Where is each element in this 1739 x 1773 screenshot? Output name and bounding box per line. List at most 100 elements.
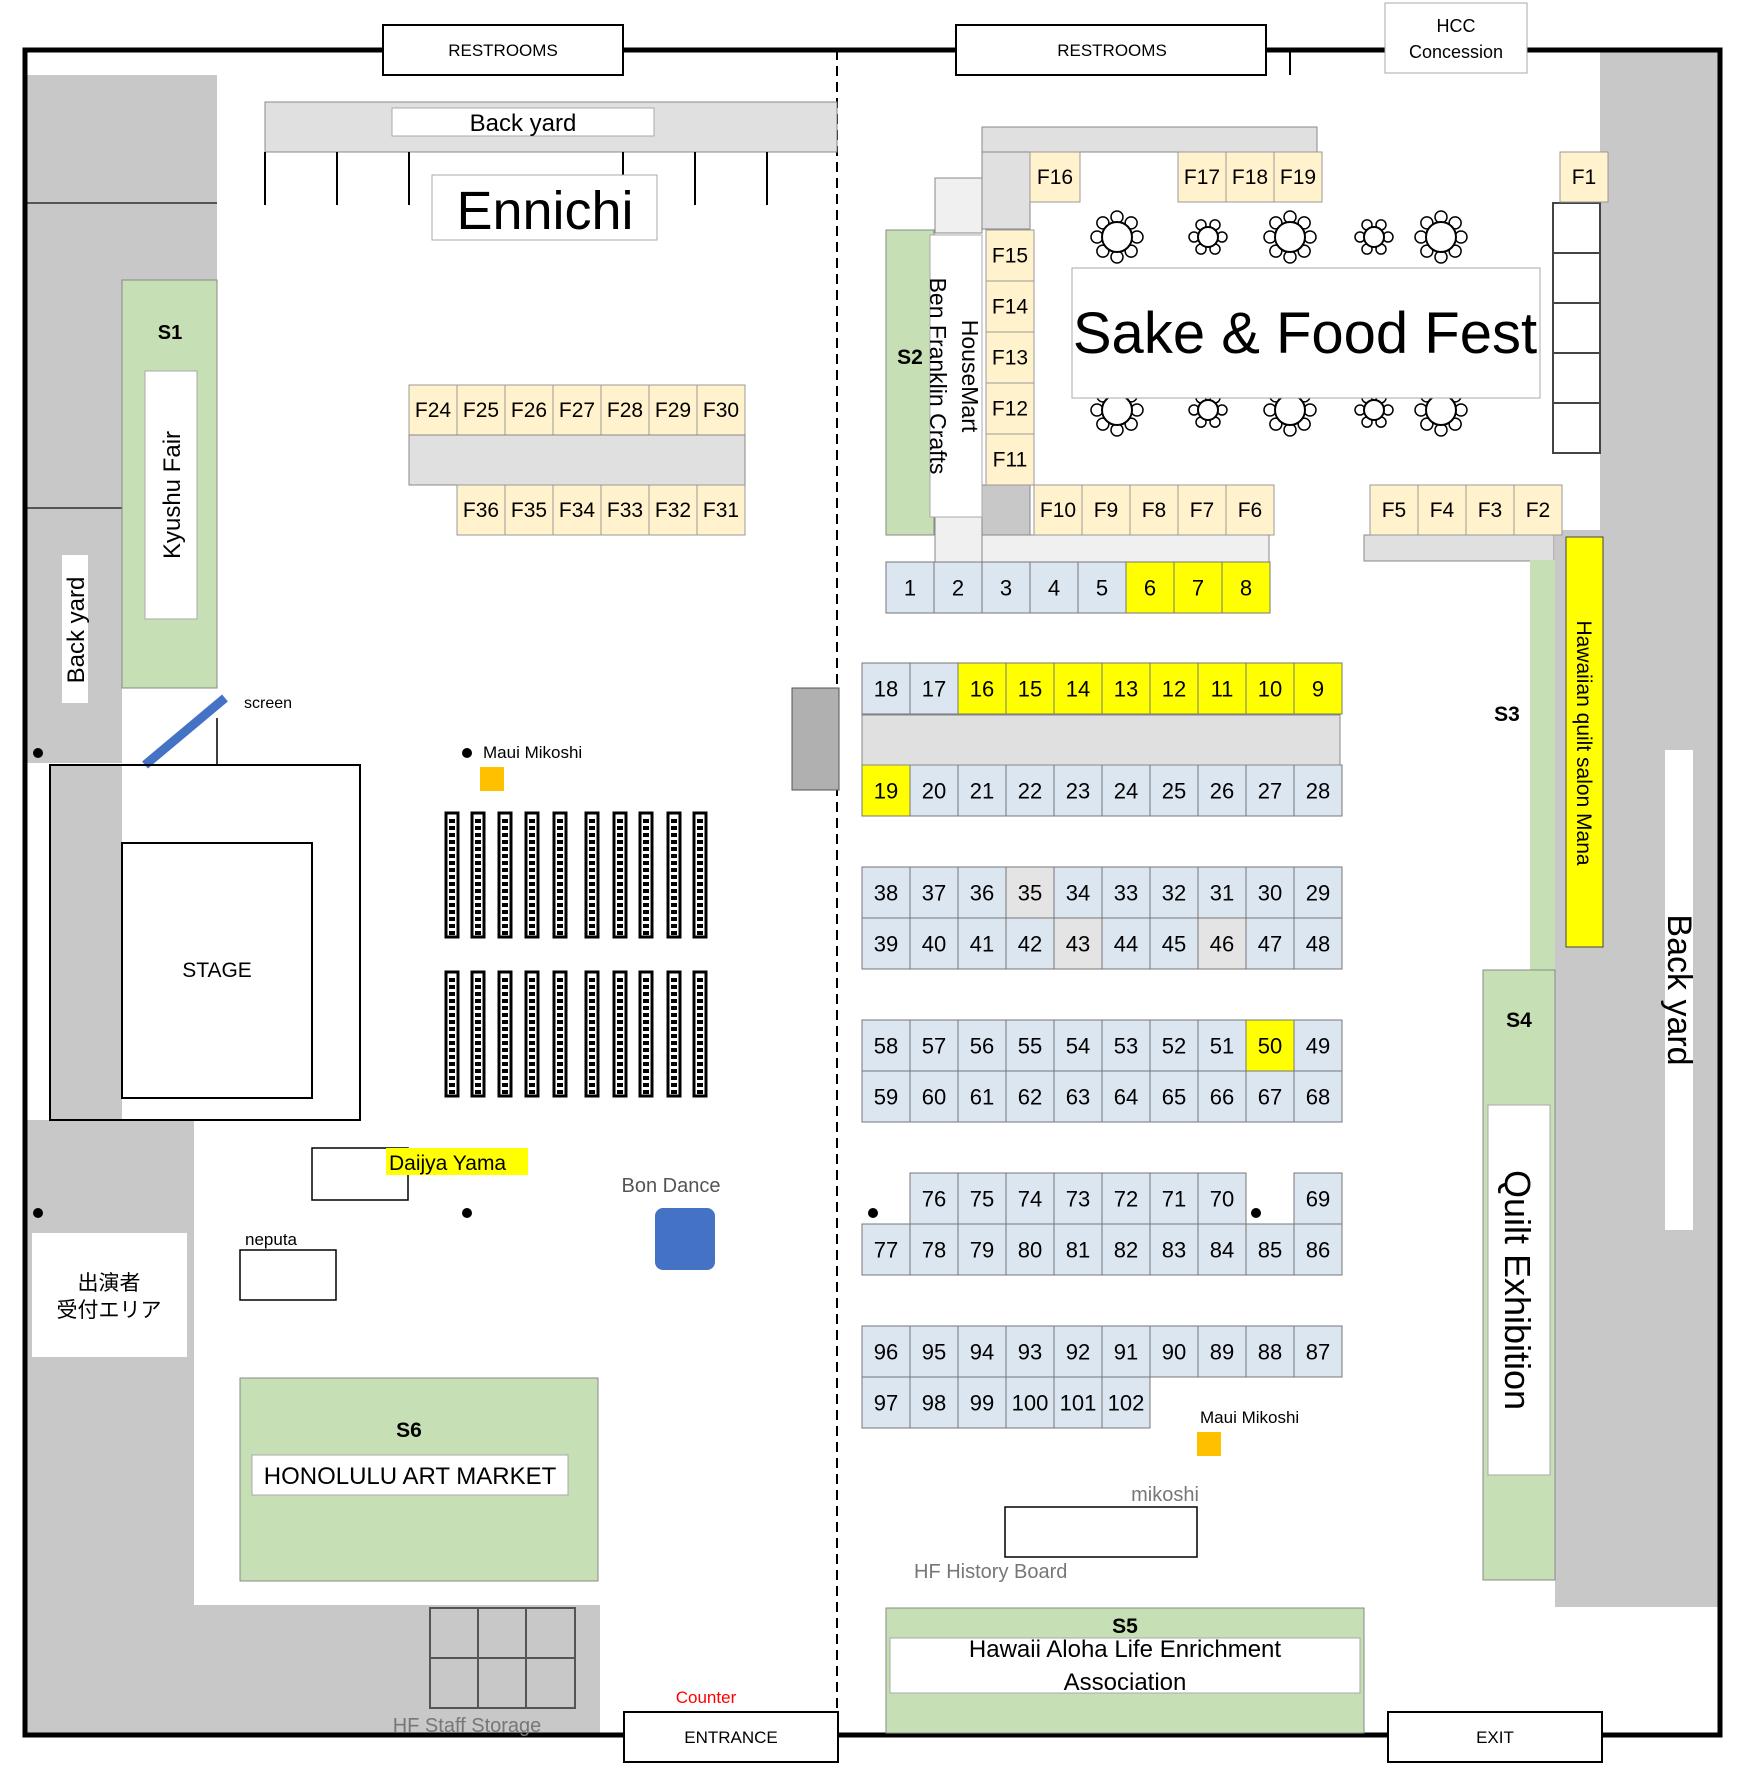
booth-84[interactable]: 84 xyxy=(1197,1223,1247,1276)
booth-101[interactable]: 101 xyxy=(1053,1376,1103,1429)
booth-33[interactable]: 33 xyxy=(1101,866,1151,919)
food-booth-f5[interactable]: F5 xyxy=(1369,484,1419,536)
food-booth-f19[interactable]: F19 xyxy=(1273,151,1323,203)
entrance-box[interactable] xyxy=(623,1711,839,1763)
food-booth-f15[interactable]: F15 xyxy=(985,229,1035,282)
booth-46[interactable]: 46 xyxy=(1197,917,1247,970)
booth-17[interactable]: 17 xyxy=(909,662,959,715)
booth-14[interactable]: 14 xyxy=(1053,662,1103,715)
booth-36[interactable]: 36 xyxy=(957,866,1007,919)
food-booth-f10[interactable]: F10 xyxy=(1033,484,1083,536)
booth-80[interactable]: 80 xyxy=(1005,1223,1055,1276)
food-booth-f29[interactable]: F29 xyxy=(648,384,698,436)
booth-20[interactable]: 20 xyxy=(909,764,959,817)
booth-38[interactable]: 38 xyxy=(861,866,911,919)
booth-78[interactable]: 78 xyxy=(909,1223,959,1276)
booth-75[interactable]: 75 xyxy=(957,1172,1007,1225)
booth-67[interactable]: 67 xyxy=(1245,1070,1295,1123)
booth-43[interactable]: 43 xyxy=(1053,917,1103,970)
booth-68[interactable]: 68 xyxy=(1293,1070,1343,1123)
booth-60[interactable]: 60 xyxy=(909,1070,959,1123)
booth-65[interactable]: 65 xyxy=(1149,1070,1199,1123)
food-booth-f11[interactable]: F11 xyxy=(985,433,1035,486)
booth-61[interactable]: 61 xyxy=(957,1070,1007,1123)
booth-22[interactable]: 22 xyxy=(1005,764,1055,817)
booth-71[interactable]: 71 xyxy=(1149,1172,1199,1225)
booth-91[interactable]: 91 xyxy=(1101,1325,1151,1378)
booth-102[interactable]: 102 xyxy=(1101,1376,1151,1429)
food-booth-f17[interactable]: F17 xyxy=(1177,151,1227,203)
food-booth-f26[interactable]: F26 xyxy=(504,384,554,436)
booth-48[interactable]: 48 xyxy=(1293,917,1343,970)
booth-29[interactable]: 29 xyxy=(1293,866,1343,919)
food-booth-f33[interactable]: F33 xyxy=(600,484,650,536)
food-booth-f7[interactable]: F7 xyxy=(1177,484,1227,536)
booth-37[interactable]: 37 xyxy=(909,866,959,919)
booth-11[interactable]: 11 xyxy=(1197,662,1247,715)
booth-30[interactable]: 30 xyxy=(1245,866,1295,919)
food-booth-f1[interactable]: F1 xyxy=(1559,151,1609,203)
booth-32[interactable]: 32 xyxy=(1149,866,1199,919)
booth-4[interactable]: 4 xyxy=(1029,561,1079,614)
booth-54[interactable]: 54 xyxy=(1053,1019,1103,1072)
booth-58[interactable]: 58 xyxy=(861,1019,911,1072)
food-booth-f34[interactable]: F34 xyxy=(552,484,602,536)
booth-100[interactable]: 100 xyxy=(1005,1376,1055,1429)
booth-74[interactable]: 74 xyxy=(1005,1172,1055,1225)
exit-box[interactable] xyxy=(1387,1711,1603,1763)
booth-3[interactable]: 3 xyxy=(981,561,1031,614)
booth-62[interactable]: 62 xyxy=(1005,1070,1055,1123)
booth-52[interactable]: 52 xyxy=(1149,1019,1199,1072)
booth-70[interactable]: 70 xyxy=(1197,1172,1247,1225)
booth-50[interactable]: 50 xyxy=(1245,1019,1295,1072)
booth-92[interactable]: 92 xyxy=(1053,1325,1103,1378)
booth-24[interactable]: 24 xyxy=(1101,764,1151,817)
food-booth-f18[interactable]: F18 xyxy=(1225,151,1275,203)
food-booth-f30[interactable]: F30 xyxy=(696,384,746,436)
booth-19[interactable]: 19 xyxy=(861,764,911,817)
booth-25[interactable]: 25 xyxy=(1149,764,1199,817)
food-booth-f14[interactable]: F14 xyxy=(985,280,1035,333)
booth-73[interactable]: 73 xyxy=(1053,1172,1103,1225)
food-booth-f36[interactable]: F36 xyxy=(456,484,506,536)
booth-94[interactable]: 94 xyxy=(957,1325,1007,1378)
booth-98[interactable]: 98 xyxy=(909,1376,959,1429)
booth-21[interactable]: 21 xyxy=(957,764,1007,817)
booth-63[interactable]: 63 xyxy=(1053,1070,1103,1123)
booth-82[interactable]: 82 xyxy=(1101,1223,1151,1276)
booth-72[interactable]: 72 xyxy=(1101,1172,1151,1225)
booth-86[interactable]: 86 xyxy=(1293,1223,1343,1276)
food-booth-f4[interactable]: F4 xyxy=(1417,484,1467,536)
booth-16[interactable]: 16 xyxy=(957,662,1007,715)
booth-34[interactable]: 34 xyxy=(1053,866,1103,919)
booth-15[interactable]: 15 xyxy=(1005,662,1055,715)
food-booth-f8[interactable]: F8 xyxy=(1129,484,1179,536)
booth-64[interactable]: 64 xyxy=(1101,1070,1151,1123)
booth-57[interactable]: 57 xyxy=(909,1019,959,1072)
booth-53[interactable]: 53 xyxy=(1101,1019,1151,1072)
booth-76[interactable]: 76 xyxy=(909,1172,959,1225)
booth-85[interactable]: 85 xyxy=(1245,1223,1295,1276)
booth-35[interactable]: 35 xyxy=(1005,866,1055,919)
booth-66[interactable]: 66 xyxy=(1197,1070,1247,1123)
booth-83[interactable]: 83 xyxy=(1149,1223,1199,1276)
booth-97[interactable]: 97 xyxy=(861,1376,911,1429)
booth-7[interactable]: 7 xyxy=(1173,561,1223,614)
booth-12[interactable]: 12 xyxy=(1149,662,1199,715)
booth-89[interactable]: 89 xyxy=(1197,1325,1247,1378)
booth-9[interactable]: 9 xyxy=(1293,662,1343,715)
booth-49[interactable]: 49 xyxy=(1293,1019,1343,1072)
booth-41[interactable]: 41 xyxy=(957,917,1007,970)
booth-27[interactable]: 27 xyxy=(1245,764,1295,817)
booth-45[interactable]: 45 xyxy=(1149,917,1199,970)
booth-10[interactable]: 10 xyxy=(1245,662,1295,715)
booth-23[interactable]: 23 xyxy=(1053,764,1103,817)
booth-69[interactable]: 69 xyxy=(1293,1172,1343,1225)
booth-79[interactable]: 79 xyxy=(957,1223,1007,1276)
booth-99[interactable]: 99 xyxy=(957,1376,1007,1429)
booth-42[interactable]: 42 xyxy=(1005,917,1055,970)
booth-40[interactable]: 40 xyxy=(909,917,959,970)
booth-77[interactable]: 77 xyxy=(861,1223,911,1276)
food-booth-f12[interactable]: F12 xyxy=(985,382,1035,435)
booth-96[interactable]: 96 xyxy=(861,1325,911,1378)
